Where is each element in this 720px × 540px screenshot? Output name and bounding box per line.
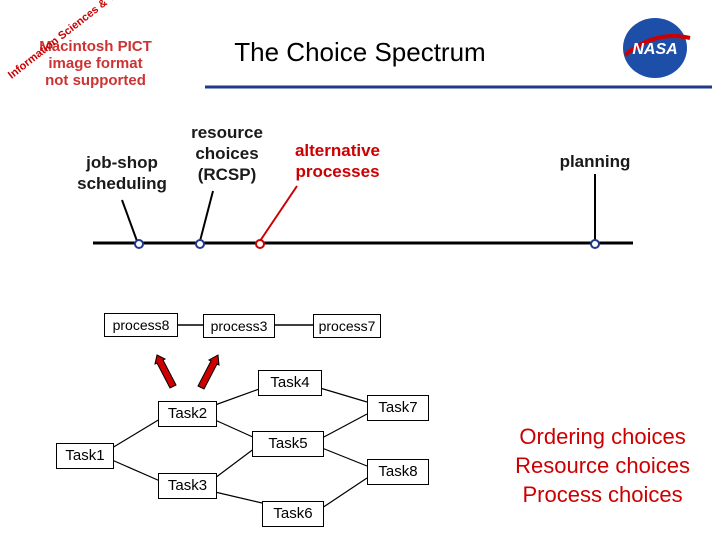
edge-task2-task5 [214, 419, 256, 439]
task7-node: Task7 [367, 395, 429, 421]
alternative-pointer [259, 185, 298, 242]
planning-label: planning [559, 152, 631, 171]
pict-line-2: image format [48, 55, 143, 72]
red-arrow-right [197, 354, 220, 390]
page-title: The Choice Spectrum [234, 37, 486, 67]
job-shop-label: job-shop scheduling [77, 153, 167, 193]
edge-task1-task3 [111, 459, 161, 482]
edge-task2-task4 [214, 387, 263, 406]
pict-line-1: Macintosh PICT [39, 38, 152, 55]
edge-task5-task8 [321, 447, 368, 467]
resource-pointer [199, 190, 214, 242]
red-arrow-left [154, 354, 177, 389]
task1-node: Task1 [56, 443, 114, 469]
edge-task6-task8 [321, 477, 368, 509]
alternative-marker [255, 239, 265, 249]
legend-process: Process choices [522, 482, 683, 507]
edge-task3-task6 [214, 491, 263, 504]
resource-choices-label: resource choices (RCSP) [191, 123, 263, 184]
pict-placeholder: Macintosh PICT image format not supporte… [28, 38, 163, 89]
edge-task1-task2 [111, 418, 161, 449]
job-shop-marker [134, 239, 144, 249]
legend-ordering: Ordering choices [519, 424, 686, 449]
planning-marker [590, 239, 600, 249]
task6-node: Task6 [262, 501, 324, 527]
red-arrows [154, 354, 220, 390]
job-shop-pointer [121, 199, 138, 242]
process3-box: process3 [203, 314, 275, 338]
alternative-processes-label: alternative processes [294, 141, 381, 181]
task4-node: Task4 [258, 370, 322, 396]
edge-task5-task7 [321, 413, 368, 439]
legend-resource: Resource choices [515, 453, 690, 478]
pict-line-3: not supported [45, 72, 146, 89]
task2-node: Task2 [158, 401, 217, 427]
process7-box: process7 [313, 314, 381, 338]
choices-legend: Ordering choices Resource choices Proces… [515, 422, 690, 509]
task-edges [111, 387, 368, 509]
process8-box: process8 [104, 313, 178, 337]
task8-node: Task8 [367, 459, 429, 485]
edge-task4-task7 [319, 387, 368, 403]
task3-node: Task3 [158, 473, 217, 499]
edge-task3-task5 [214, 447, 256, 479]
resource-marker [195, 239, 205, 249]
task5-node: Task5 [252, 431, 324, 457]
